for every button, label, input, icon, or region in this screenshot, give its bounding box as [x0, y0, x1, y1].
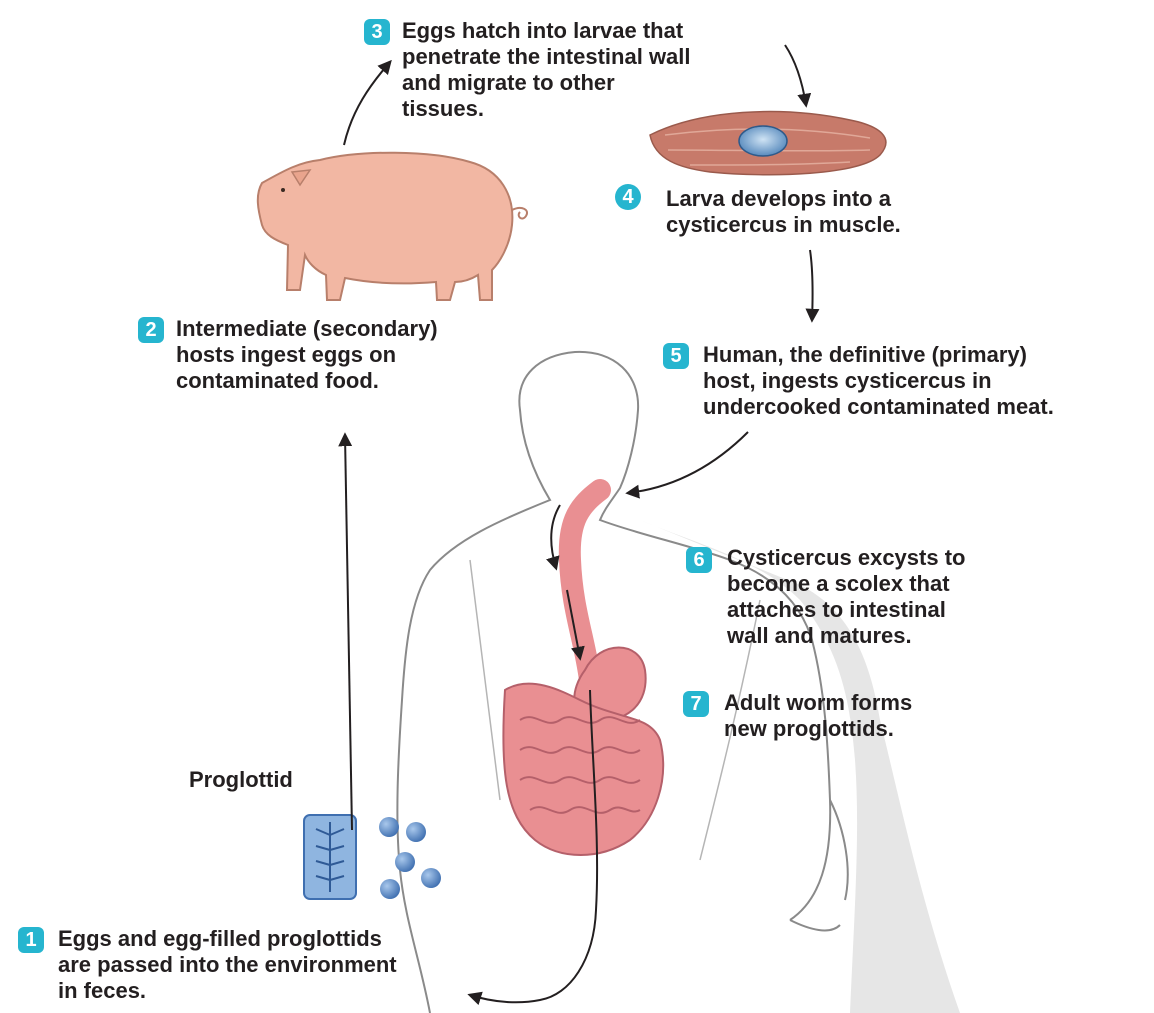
step-7-line: Adult worm forms: [724, 690, 912, 716]
step-7-line: new proglottids.: [724, 716, 912, 742]
step-3-line: tissues.: [402, 96, 691, 122]
egg: [421, 868, 441, 888]
step-2-badge: 2: [138, 317, 164, 343]
step-4-line: Larva develops into a: [666, 186, 901, 212]
arrow-step3-to-muscle: [785, 45, 806, 105]
pig-illustration: [258, 153, 527, 300]
egg: [379, 817, 399, 837]
egg: [406, 822, 426, 842]
step-6-line: become a scolex that: [727, 571, 965, 597]
step-2-line: contaminated food.: [176, 368, 438, 394]
step-3-label: Eggs hatch into larvae that penetrate th…: [402, 18, 691, 122]
step-7-label: Adult worm forms new proglottids.: [724, 690, 912, 742]
human-body: [397, 352, 960, 1013]
proglottid-label: Proglottid: [189, 767, 293, 793]
step-3-line: penetrate the intestinal wall: [402, 44, 691, 70]
step-4-badge: 4: [615, 184, 641, 210]
egg: [395, 852, 415, 872]
step-6-line: wall and matures.: [727, 623, 965, 649]
step-2-line: hosts ingest eggs on: [176, 342, 438, 368]
step-1-label: Eggs and egg-filled proglottids are pass…: [58, 926, 397, 1004]
step-5-line: Human, the definitive (primary): [703, 342, 1054, 368]
proglottid-and-eggs: [304, 815, 441, 899]
arrow-muscle-to-step5: [810, 250, 813, 320]
pig-tail: [512, 208, 527, 219]
step-5-line: host, ingests cysticercus in: [703, 368, 1054, 394]
step-6-line: attaches to intestinal: [727, 597, 965, 623]
arrow-pig-to-step3: [344, 62, 390, 145]
step-6-line: Cysticercus excysts to: [727, 545, 965, 571]
pig-eye: [281, 188, 285, 192]
arrow-step5-to-mouth: [628, 432, 748, 493]
egg: [380, 879, 400, 899]
arrow-eggs-to-pig: [345, 435, 352, 830]
step-1-line: are passed into the environment: [58, 952, 397, 978]
step-3-line: Eggs hatch into larvae that: [402, 18, 691, 44]
step-5-label: Human, the definitive (primary) host, in…: [703, 342, 1054, 420]
step-6-badge: 6: [686, 547, 712, 573]
step-6-label: Cysticercus excysts to become a scolex t…: [727, 545, 965, 649]
cysticercus-cyst: [739, 126, 787, 156]
step-1-badge: 1: [18, 927, 44, 953]
step-3-line: and migrate to other: [402, 70, 691, 96]
digestive-tract: [503, 490, 663, 855]
step-3-badge: 3: [364, 19, 390, 45]
step-5-badge: 5: [663, 343, 689, 369]
step-5-line: undercooked contaminated meat.: [703, 394, 1054, 420]
intestines: [503, 684, 663, 855]
step-2-label: Intermediate (secondary) hosts ingest eg…: [176, 316, 438, 394]
step-7-badge: 7: [683, 691, 709, 717]
step-2-line: Intermediate (secondary): [176, 316, 438, 342]
step-4-label: Larva develops into a cysticercus in mus…: [666, 186, 901, 238]
arrow-esophagus-down: [551, 505, 560, 568]
step-4-line: cysticercus in muscle.: [666, 212, 901, 238]
step-1-line: in feces.: [58, 978, 397, 1004]
step-1-line: Eggs and egg-filled proglottids: [58, 926, 397, 952]
esophagus: [570, 490, 600, 680]
